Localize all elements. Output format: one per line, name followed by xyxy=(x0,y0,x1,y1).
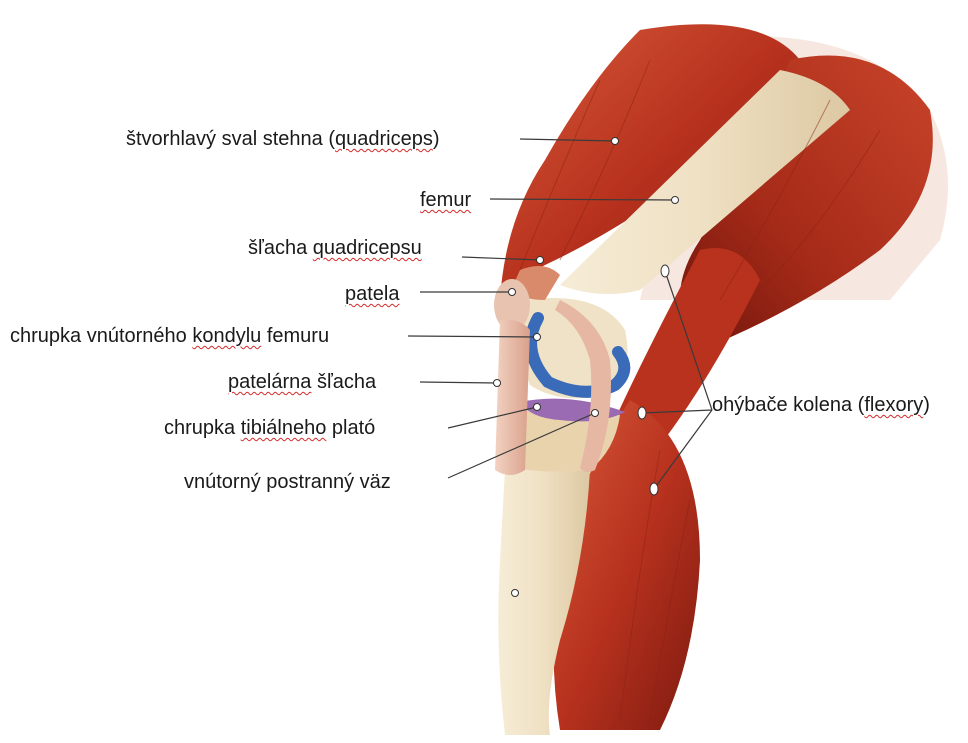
label-quadriceps-tendon: šľacha quadricepsu xyxy=(248,236,422,260)
label-flexors: ohýbače kolena (flexory) xyxy=(712,393,930,417)
label-femur: femur xyxy=(420,188,471,212)
label-medial-collateral-ligament: vnútorný postranný väz xyxy=(184,470,391,494)
label-quadriceps: štvorhlavý sval stehna (quadriceps) xyxy=(126,127,440,151)
label-tibial-cartilage: chrupka tibiálneho plató xyxy=(164,416,375,440)
patellar-tendon xyxy=(495,320,530,475)
label-patella: patela xyxy=(345,282,400,306)
label-femoral-cartilage: chrupka vnútorného kondylu femuru xyxy=(10,324,329,348)
label-patellar-tendon: patelárna šľacha xyxy=(228,370,376,394)
